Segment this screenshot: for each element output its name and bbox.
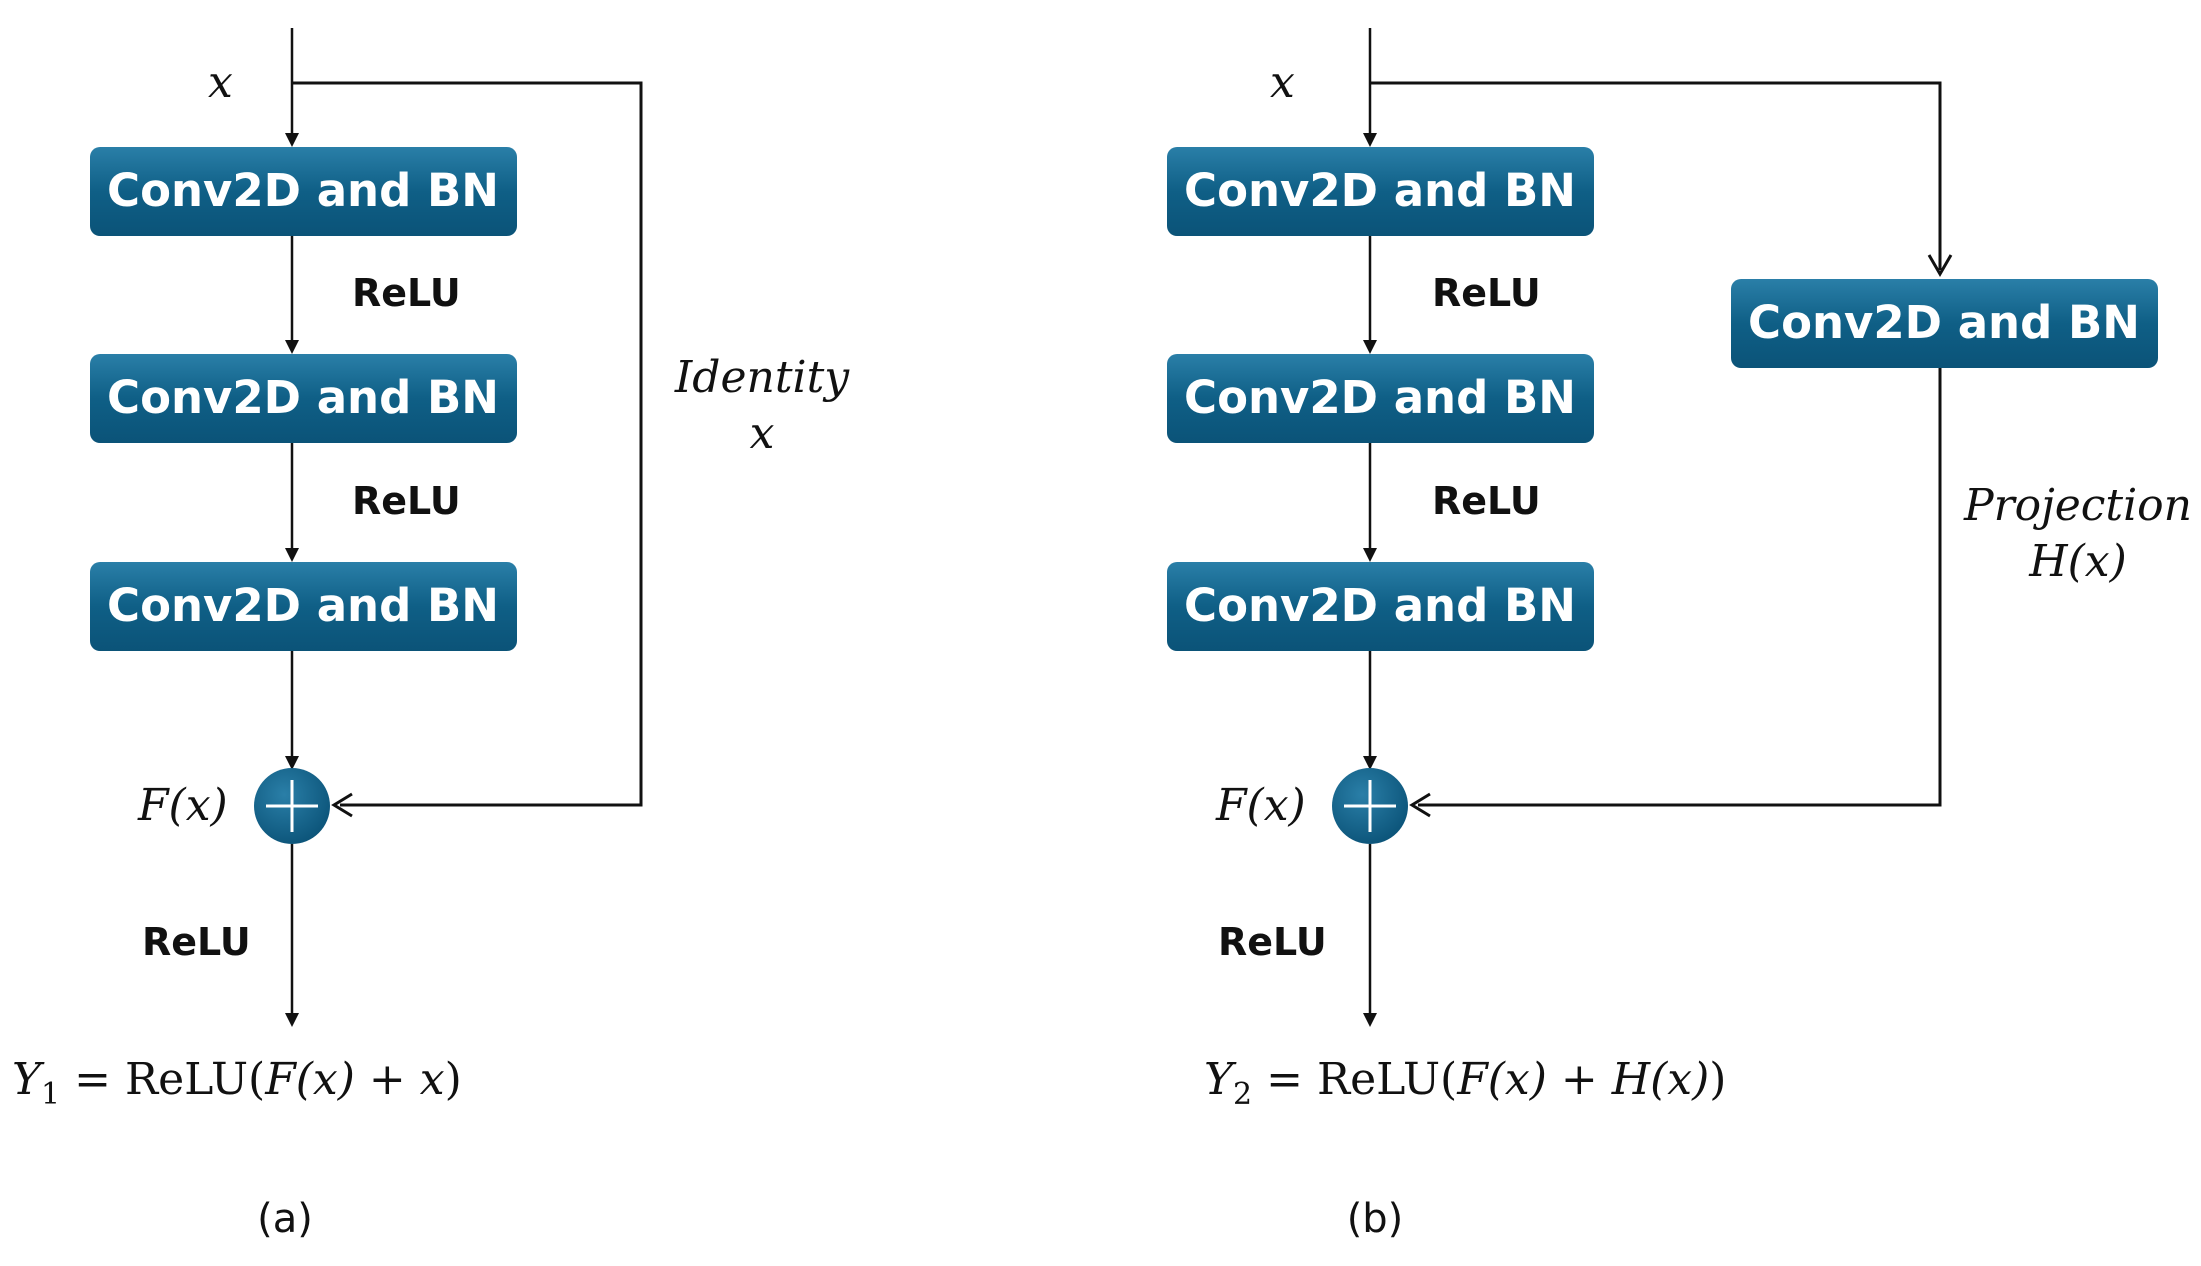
panel-a-relu-1: ReLU: [352, 271, 461, 315]
panel-b-sum-node-plus-circle-icon: [1332, 768, 1408, 844]
panel-a-arrow-2: [285, 340, 299, 354]
panel-b-projection-wire-top: [1370, 81, 1942, 270]
panel-a-output-equation: Y1 = ReLU(F(x) + x): [12, 1054, 462, 1112]
panel-b-shortcut-block: Conv2D and BN: [1731, 279, 2158, 368]
panel-b-input-label: x: [1270, 57, 1295, 108]
panel-b-output-relu: ReLU: [1218, 920, 1327, 964]
panel-b-caption: (b): [1347, 1196, 1404, 1242]
svg-text:Conv2D and BN: Conv2D and BN: [107, 164, 499, 217]
panel-a-arrow-4: [285, 756, 299, 770]
panel-b-projection-arrowhead: [1927, 254, 1953, 277]
panel-a-block-3: Conv2D and BN: [90, 562, 517, 651]
panel-a-arrow-1: [285, 133, 299, 147]
panel-b-block-2: Conv2D and BN: [1167, 354, 1594, 443]
panel-a-shortcut-label-2: x: [750, 408, 775, 459]
panel-a-relu-2: ReLU: [352, 479, 461, 523]
panel-b-sum-label: F(x): [1215, 780, 1306, 831]
panel-a-output-relu: ReLU: [142, 920, 251, 964]
panel-b-block-1: Conv2D and BN: [1167, 147, 1594, 236]
panel-a-sum-node-plus-circle-icon: [254, 768, 330, 844]
svg-text:Conv2D and BN: Conv2D and BN: [107, 579, 499, 632]
svg-text:Conv2D and BN: Conv2D and BN: [107, 371, 499, 424]
panel-a-output-arrow: [285, 1013, 299, 1027]
panel-b-output-equation: Y2 = ReLU(F(x) + H(x)): [1204, 1054, 1726, 1112]
panel-a-arrow-3: [285, 548, 299, 562]
panel-a-shortcut-arrowhead: [331, 792, 353, 818]
panel-a-sum-label: F(x): [137, 780, 228, 831]
svg-text:Conv2D and BN: Conv2D and BN: [1184, 579, 1576, 632]
panel-b-output-arrow: [1363, 1013, 1377, 1027]
panel-a: x Conv2D and BN ReLU Conv2D and BN ReLU …: [12, 28, 850, 1242]
svg-text:Conv2D and BN: Conv2D and BN: [1184, 371, 1576, 424]
panel-b-arrow-4: [1363, 756, 1377, 770]
panel-a-block-1: Conv2D and BN: [90, 147, 517, 236]
panel-b-shortcut-arrowhead: [1409, 792, 1431, 818]
panel-b-relu-1: ReLU: [1432, 271, 1541, 315]
panel-b-block-3: Conv2D and BN: [1167, 562, 1594, 651]
panel-b-relu-2: ReLU: [1432, 479, 1541, 523]
panel-b: x Conv2D and BN ReLU Conv2D and BN ReLU …: [1167, 28, 2192, 1242]
panel-b-arrow-3: [1363, 548, 1377, 562]
panel-b-arrow-1: [1363, 133, 1377, 147]
svg-text:Conv2D and BN: Conv2D and BN: [1184, 164, 1576, 217]
panel-b-shortcut-label-1: Projection: [1963, 480, 2192, 531]
panel-b-shortcut-label-2: H(x): [2028, 536, 2127, 587]
panel-a-identity-shortcut: [292, 81, 643, 807]
svg-text:Conv2D and BN: Conv2D and BN: [1748, 296, 2140, 349]
panel-a-shortcut-label-1: Identity: [674, 352, 850, 403]
panel-b-arrow-2: [1363, 340, 1377, 354]
panel-a-caption: (a): [257, 1196, 313, 1242]
panel-b-projection-wire-bottom: [1418, 368, 1942, 807]
panel-a-input-label: x: [208, 57, 233, 108]
panel-a-block-2: Conv2D and BN: [90, 354, 517, 443]
